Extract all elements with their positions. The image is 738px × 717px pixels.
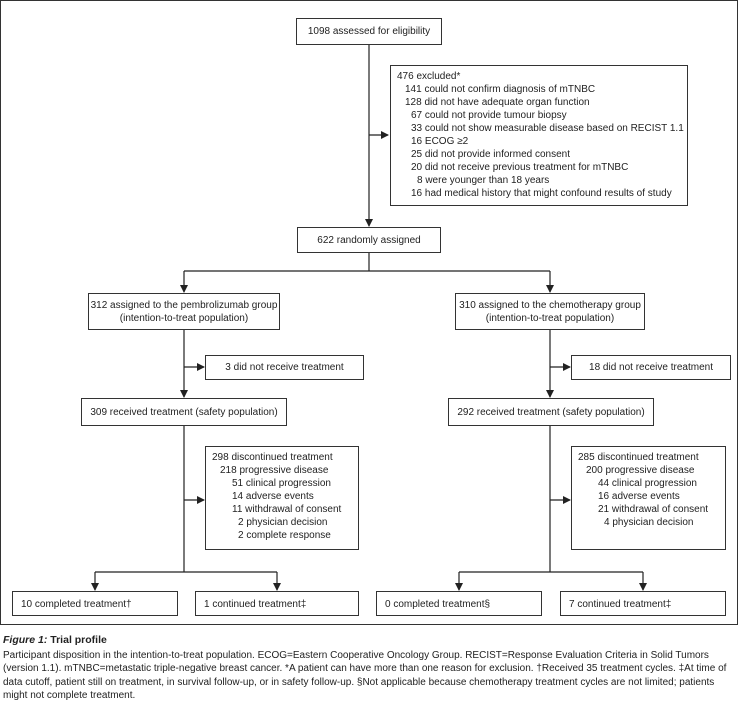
pembro-discontinued-sub: 2 complete response: [238, 530, 331, 541]
chemo-continued-label: 7 continued treatment‡: [569, 599, 672, 610]
caption-text: Participant disposition in the intention…: [3, 649, 727, 702]
caption-title: Figure 1: Trial profile: [3, 634, 735, 648]
pembro-discontinued-sub: 11 withdrawal of consent: [232, 504, 342, 515]
chemo-discontinued-main: 200 progressive disease: [586, 465, 695, 476]
chemo-discontinued-sub: 4 physician decision: [604, 517, 694, 528]
pembro-discontinued-sub: 14 adverse events: [232, 491, 314, 502]
chemo-discontinued-sub: 16 adverse events: [598, 491, 680, 502]
pembro-completed-label: 10 completed treatment†: [21, 599, 132, 610]
chemo-completed-label: 0 completed treatment§: [385, 599, 491, 610]
excluded-reason: 128 did not have adequate organ function: [405, 97, 590, 108]
figure-caption: Figure 1: Trial profile Participant disp…: [3, 634, 735, 703]
excluded-reason: 33 could not show measurable disease bas…: [411, 123, 684, 134]
chemo-received-label: 292 received treatment (safety populatio…: [457, 406, 645, 418]
chemo-assigned-line: (intention-to-treat population): [485, 312, 615, 324]
excluded-reason: 20 did not receive previous treatment fo…: [411, 162, 629, 173]
excluded-reason: 25 did not provide informed consent: [411, 149, 570, 160]
excluded-reason: 141 could not confirm diagnosis of mTNBC: [405, 84, 596, 95]
caption-label: Figure 1:: [3, 634, 48, 646]
pembro-discontinued-sub: 51 clinical progression: [232, 478, 331, 489]
pembro-received-box: 309 received treatment (safety populatio…: [81, 398, 287, 426]
excluded-reason: 16 ECOG ≥2: [411, 136, 469, 147]
caption-title-text: Trial profile: [47, 634, 107, 646]
pembro-continued-box: 1 continued treatment‡: [195, 591, 359, 616]
pembro-completed-box: 10 completed treatment†: [12, 591, 178, 616]
pembro-discontinued-title: 298 discontinued treatment: [212, 452, 333, 463]
pembro-discontinued-box: 298 discontinued treatment 218 progressi…: [205, 446, 359, 550]
chemo-completed-box: 0 completed treatment§: [376, 591, 542, 616]
pembro-discontinued-main: 218 progressive disease: [220, 465, 329, 476]
pembro-received-label: 309 received treatment (safety populatio…: [90, 406, 278, 418]
pembro-assigned-box: 312 assigned to the pembrolizumab group …: [88, 293, 280, 330]
excluded-reason: 67 could not provide tumour biopsy: [411, 110, 567, 121]
flow-connectors: [91, 45, 647, 591]
excluded-reason: 16 had medical history that might confou…: [411, 188, 672, 199]
chemo-discontinued-box: 285 discontinued treatment 200 progressi…: [571, 446, 726, 550]
chemo-discontinued-sub: 44 clinical progression: [598, 478, 697, 489]
pembro-continued-label: 1 continued treatment‡: [204, 599, 307, 610]
pembro-assigned-line: 312 assigned to the pembrolizumab group: [90, 299, 278, 311]
randomised-box: 622 randomly assigned: [297, 227, 441, 253]
chemo-received-box: 292 received treatment (safety populatio…: [448, 398, 654, 426]
pembro-not-treated-label: 3 did not receive treatment: [225, 362, 344, 373]
excluded-reason: 8 were younger than 18 years: [417, 175, 550, 186]
chemo-not-treated-label: 18 did not receive treatment: [589, 362, 713, 373]
excluded-title: 476 excluded*: [397, 71, 461, 82]
assessed-box: 1098 assessed for eligibility: [296, 18, 442, 45]
excluded-box: 476 excluded* 141 could not confirm diag…: [390, 65, 688, 206]
randomised-label: 622 randomly assigned: [317, 234, 421, 246]
chemo-continued-box: 7 continued treatment‡: [560, 591, 726, 616]
pembro-not-treated-box: 3 did not receive treatment: [205, 355, 364, 380]
assessed-label: 1098 assessed for eligibility: [307, 26, 431, 37]
pembro-assigned-line: (intention-to-treat population): [119, 312, 249, 324]
chemo-discontinued-sub: 21 withdrawal of consent: [598, 504, 709, 515]
chemo-discontinued-title: 285 discontinued treatment: [578, 452, 699, 463]
pembro-discontinued-sub: 2 physician decision: [238, 517, 328, 528]
chemo-not-treated-box: 18 did not receive treatment: [571, 355, 731, 380]
chemo-assigned-box: 310 assigned to the chemotherapy group (…: [455, 293, 645, 330]
chemo-assigned-line: 310 assigned to the chemotherapy group: [459, 299, 641, 311]
